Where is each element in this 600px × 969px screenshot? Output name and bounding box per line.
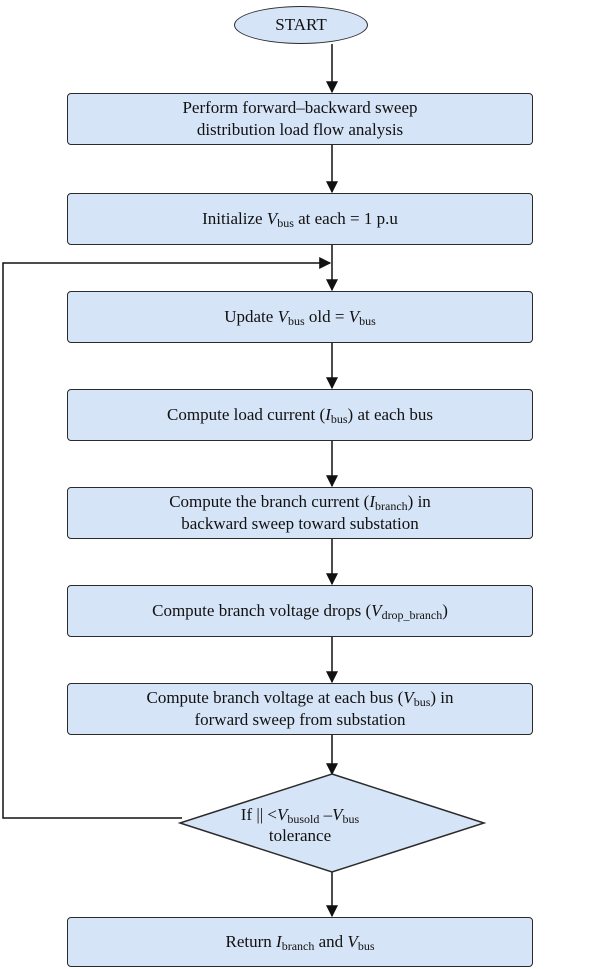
step6-text-pre: Compute branch voltage drops ( (152, 601, 372, 620)
step5-var: I (369, 492, 376, 511)
step2-text-pre: Initialize (202, 209, 267, 228)
decision-text: If || <Vbusold –Vbus tolerance (210, 802, 390, 848)
start-label: START (275, 15, 327, 34)
step-forward-backward-sweep: Perform forward–backward sweep distribut… (67, 93, 533, 145)
step3-text-mid: old = (304, 307, 349, 326)
step7-var: V (403, 688, 414, 707)
step-compute-load-current: Compute load current (Ibus) at each bus (67, 389, 533, 441)
step3-var2: V (348, 307, 360, 326)
decision-sub2: bus (342, 812, 360, 826)
step3-sub2: bus (359, 314, 376, 328)
step5-text-post: ) in (407, 492, 431, 511)
step2-sub: bus (277, 216, 294, 230)
step-return-results: Return Ibranch and Vbus (67, 917, 533, 967)
step5-sub: branch (375, 499, 408, 513)
step-initialize-vbus: Initialize Vbus at each = 1 p.u (67, 193, 533, 245)
step5-line2: backward sweep toward substation (181, 514, 419, 533)
step6-text-post: ) (442, 601, 448, 620)
step-compute-voltage-drops: Compute branch voltage drops (Vdrop_bran… (67, 585, 533, 637)
step6-var: V (371, 601, 382, 620)
decision-diamond (177, 773, 487, 873)
step4-text-post: ) at each bus (347, 405, 433, 424)
decision-line2: tolerance (268, 826, 332, 845)
step2-var: V (266, 209, 278, 228)
loop-back-arrow (2, 257, 332, 819)
decision-text-pre: If || < (240, 805, 277, 824)
end-sub2: bus (357, 939, 375, 953)
end-text-pre: Return (225, 932, 277, 951)
start-terminal: START (234, 6, 368, 44)
step-update-vbus-old: Update Vbus old = Vbus (67, 291, 533, 343)
step7-text-post: ) in (430, 688, 454, 707)
decision-var2: V (332, 805, 343, 824)
end-text-mid: and (314, 932, 348, 951)
step4-var: I (325, 405, 331, 424)
step-compute-branch-voltage: Compute branch voltage at each bus (Vbus… (67, 683, 533, 735)
decision-var: V (277, 805, 288, 824)
step7-sub: bus (413, 695, 431, 709)
step3-text-pre: Update (224, 307, 278, 326)
step-compute-branch-current: Compute the branch current (Ibranch) in … (67, 487, 533, 539)
step5-text-pre: Compute the branch current ( (169, 492, 370, 511)
step7-line2: forward sweep from substation (194, 710, 406, 729)
decision-text-mid: – (319, 805, 333, 824)
step1-line1: Perform forward–backward sweep (182, 98, 418, 117)
step3-sub: bus (287, 314, 305, 328)
step1-line2: distribution load flow analysis (196, 120, 404, 139)
step2-text-post: at each = 1 p.u (293, 209, 398, 228)
end-var2: V (347, 932, 358, 951)
decision-sub: busold (287, 812, 320, 826)
step4-text-pre: Compute load current ( (167, 405, 326, 424)
step4-sub: bus (330, 412, 348, 426)
step7-text-pre: Compute branch voltage at each bus ( (146, 688, 404, 707)
end-sub: branch (281, 939, 315, 953)
step3-var: V (277, 307, 288, 326)
step6-sub: drop_branch (381, 608, 443, 622)
end-var: I (276, 932, 282, 951)
